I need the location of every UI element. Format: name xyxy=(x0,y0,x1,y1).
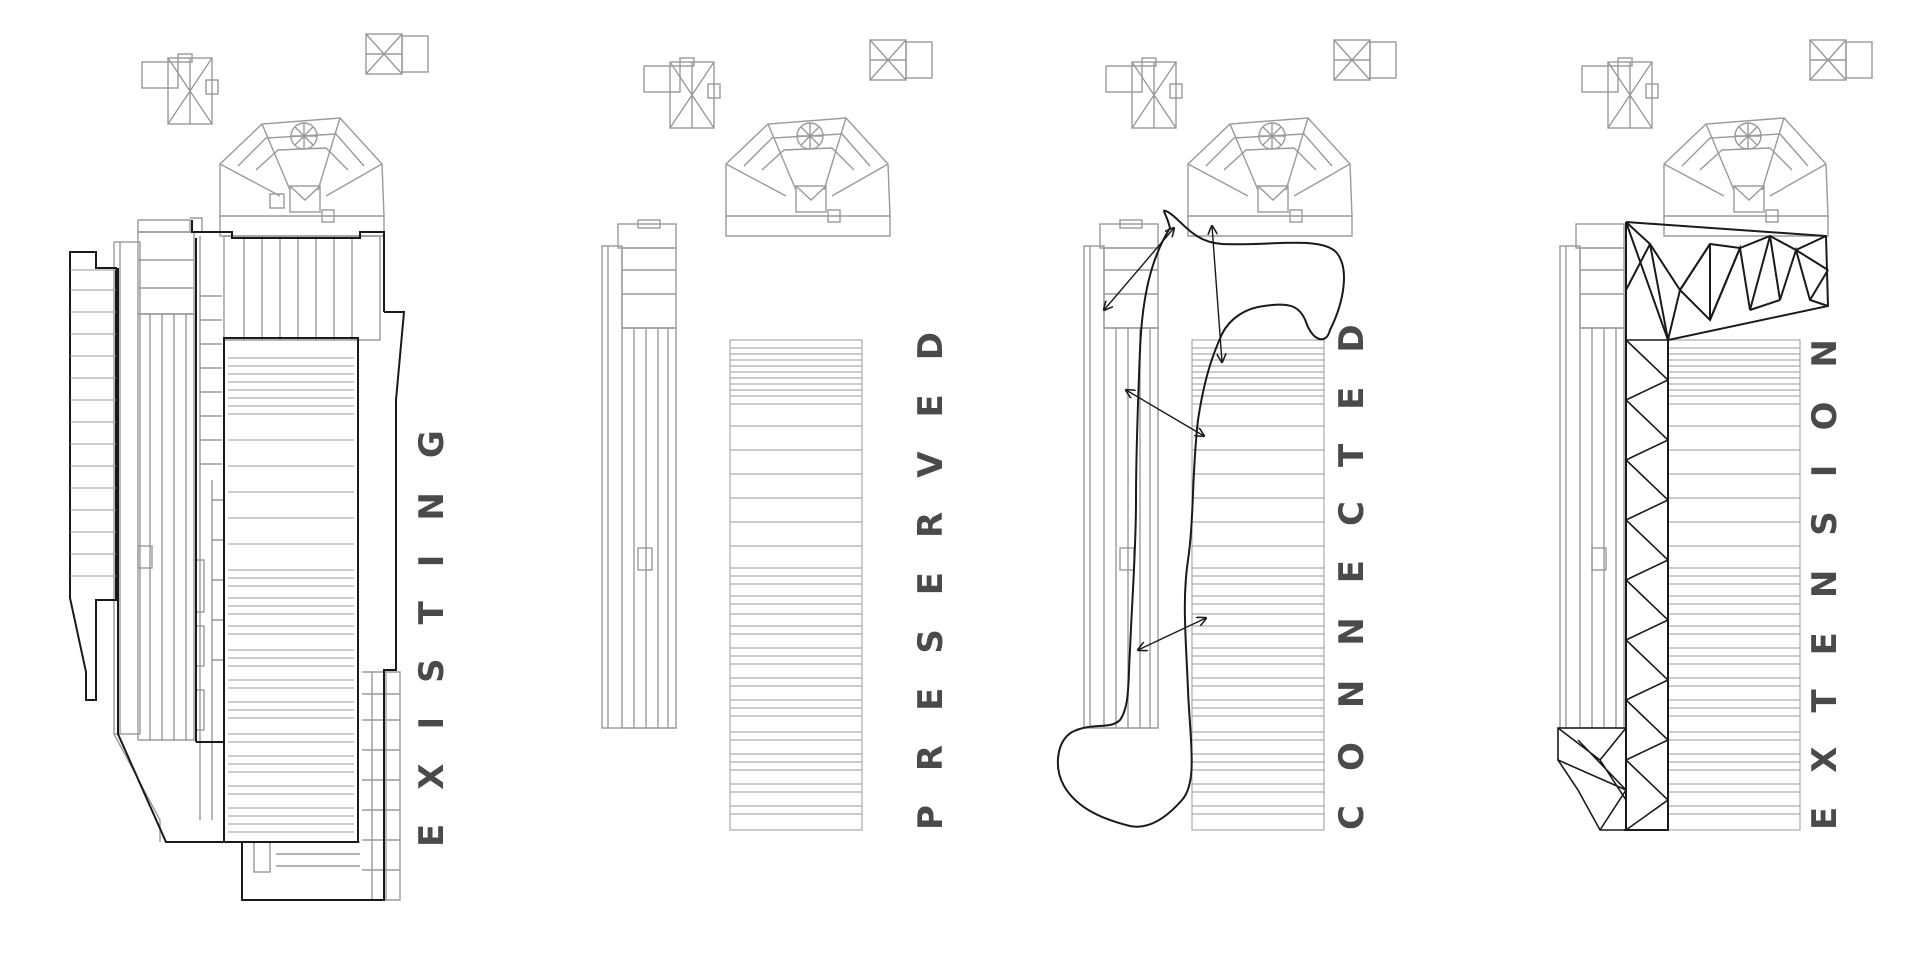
existing-hall-stripes xyxy=(228,357,354,833)
connected-hall xyxy=(1191,339,1325,831)
context-buildings xyxy=(141,33,429,237)
context-buildings xyxy=(643,39,933,237)
extension-hall xyxy=(1667,339,1801,831)
connection-arrows xyxy=(1104,226,1222,650)
existing-side-block xyxy=(70,269,116,577)
panel-extension: EXTENSION xyxy=(1440,0,1920,960)
preserved-hall xyxy=(729,339,863,831)
connection-zone xyxy=(1056,209,1345,828)
preserved-wing xyxy=(601,219,677,729)
extension-corner xyxy=(1557,727,1628,831)
extension-plan: EXTENSION xyxy=(1557,39,1873,831)
connected-plan: CONNECTED xyxy=(1056,39,1397,831)
context-buildings xyxy=(1105,39,1397,237)
panel-label-extension: EXTENSION xyxy=(1805,305,1845,830)
panel-label-preserved: PRESERVED xyxy=(911,298,951,830)
extension-zigzag xyxy=(1624,339,1670,831)
extension-wing xyxy=(1559,223,1625,729)
connected-wing xyxy=(1083,219,1159,729)
panel-label-existing: EXISTING xyxy=(412,396,452,847)
extension-structure xyxy=(1624,221,1830,831)
panel-existing: EXISTING xyxy=(0,0,480,960)
panel-preserved: PRESERVED xyxy=(480,0,960,960)
preserved-plan: PRESERVED xyxy=(601,39,951,831)
existing-plan: EXISTING xyxy=(69,33,452,901)
panel-connected: CONNECTED xyxy=(960,0,1440,960)
panel-label-connected: CONNECTED xyxy=(1332,290,1372,830)
context-buildings xyxy=(1581,39,1873,237)
existing-outline xyxy=(69,220,406,901)
